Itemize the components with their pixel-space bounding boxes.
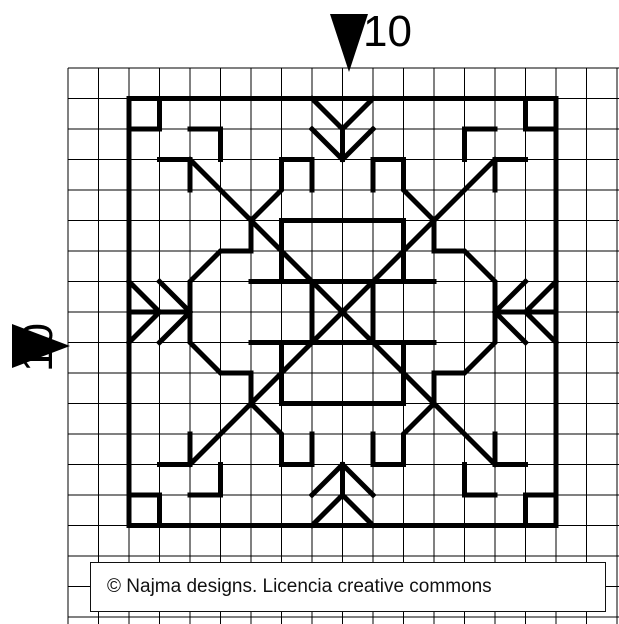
corner-square <box>129 495 160 526</box>
corner-bracket <box>495 160 526 191</box>
corner-bracket <box>160 434 191 465</box>
corner-square <box>129 99 160 130</box>
corner-bracket <box>190 465 221 496</box>
blackwork-motif <box>129 99 556 526</box>
top-stitch-count: 10 <box>363 10 412 54</box>
left-stitch-count: 10 <box>16 323 60 372</box>
corner-square <box>526 495 557 526</box>
credit-text: © Najma designs. Licencia creative commo… <box>107 576 492 598</box>
corner-bracket <box>465 129 496 160</box>
corner-bracket <box>465 465 496 496</box>
corner-bracket <box>190 129 221 160</box>
corner-square <box>526 99 557 130</box>
credit-box: © Najma designs. Licencia creative commo… <box>90 562 606 612</box>
corner-bracket <box>495 434 526 465</box>
corner-bracket <box>160 160 191 191</box>
